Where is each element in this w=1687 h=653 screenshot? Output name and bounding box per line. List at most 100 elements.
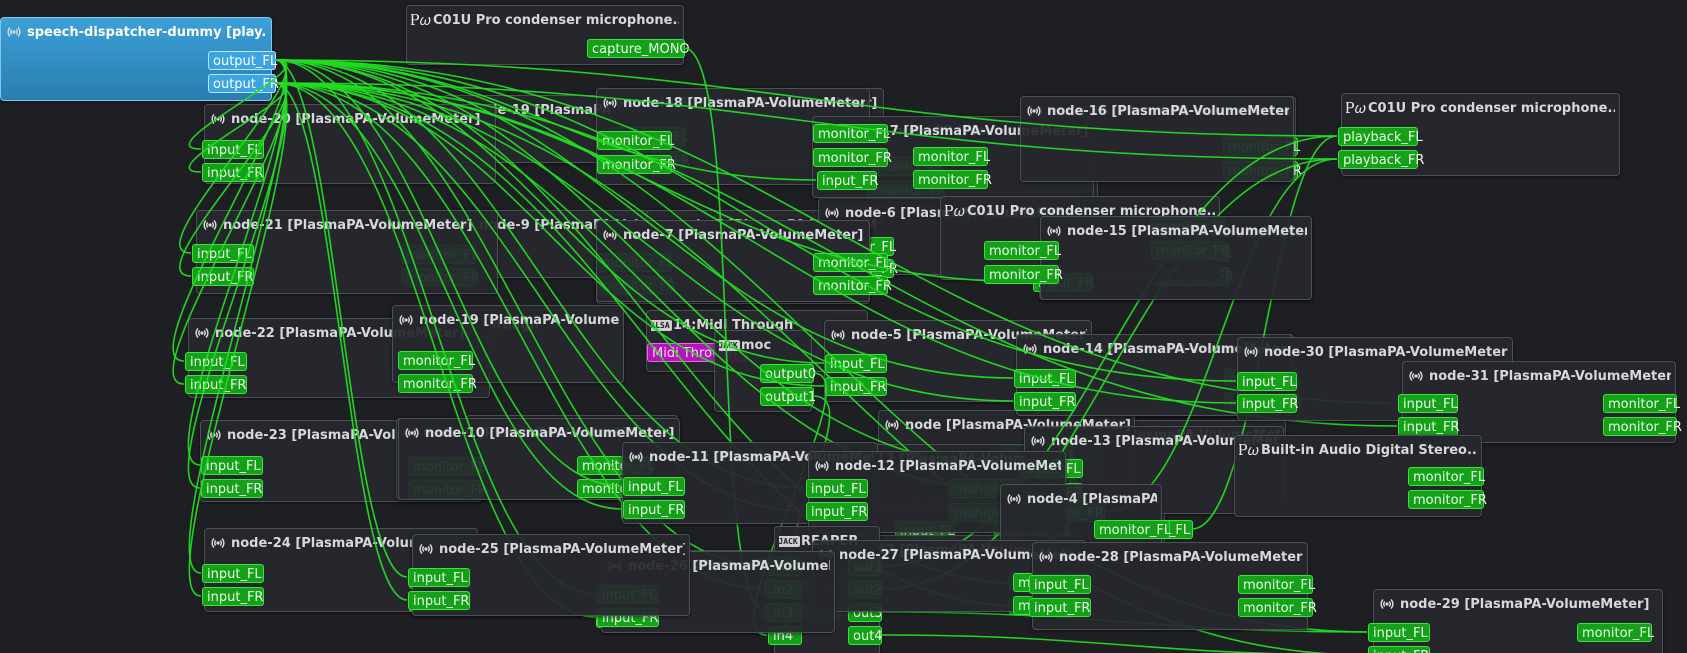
port-playback-fr[interactable]: playback_FR (1338, 150, 1424, 169)
port-input-fr[interactable]: input_FR (408, 591, 470, 610)
port-input-fl[interactable]: input_FL (1368, 623, 1430, 642)
port-input-fl[interactable]: input_FL (201, 456, 263, 475)
port-output1[interactable]: output1 (760, 387, 816, 406)
port-input-fr[interactable]: input_FR (817, 171, 878, 190)
port-output-fr[interactable]: output_FR (208, 74, 279, 93)
port-monitor-fl[interactable]: monitor_FL (813, 124, 890, 143)
port-monitor-fr[interactable]: monitor_FR (813, 276, 892, 295)
port-input-fl[interactable]: input_FL (1398, 394, 1458, 413)
port-input-fr[interactable]: input_FR (202, 163, 264, 182)
node-title: node-4 [PlasmaPA-VolumeMeter] (1005, 489, 1157, 509)
port-monitor-fl[interactable]: monitor_FL (1408, 467, 1485, 486)
port-input-fr[interactable]: input_FR (201, 479, 263, 498)
port-input-fl[interactable]: input_FL (1237, 372, 1297, 391)
port-input-fl[interactable]: input_FL (408, 568, 470, 587)
port-out4[interactable]: out4 (848, 626, 883, 645)
port-monitor-fr[interactable]: monitor_FR (1408, 490, 1487, 509)
speaker-icon (813, 457, 831, 475)
port-monitor-fl[interactable]: monitor_FL (597, 131, 674, 150)
port-monitor-fr[interactable]: monitor_FR (1603, 417, 1682, 436)
node-title-text: node-30 [PlasmaPA-VolumeMeter] (1264, 344, 1508, 360)
port-monitor-fl[interactable]: monitor_FL (1603, 394, 1680, 413)
node-title: node-15 [PlasmaPA-VolumeMeter] (1045, 221, 1307, 241)
port-input-fl[interactable]: input_FL (192, 244, 254, 263)
port-monitor-fr[interactable]: monitor_FR (398, 374, 477, 393)
node-title-text: node-25 [PlasmaPA-VolumeMeter] (439, 541, 685, 557)
port-monitor-fr[interactable]: monitor_FR (597, 155, 676, 174)
port-input-fl[interactable]: input_FL (185, 352, 247, 371)
port-input-fr[interactable]: input_FR (202, 587, 264, 606)
port-input-fr[interactable]: input_FR (1368, 646, 1430, 653)
node-title: speech-dispatcher-dummy [play... (5, 22, 267, 42)
node-box-n16b[interactable]: node-16 [PlasmaPA-VolumeMeter]monitor_FL… (913, 96, 1294, 189)
port-monitor-fr[interactable]: monitor_FR (1238, 598, 1317, 617)
port-playback-fl[interactable]: playback_FL (1338, 127, 1423, 146)
node-title-text: node-19 [PlasmaPA-VolumeMeter] (419, 312, 619, 328)
port-input-fl[interactable]: input_FL (1029, 575, 1091, 594)
port-input-fl[interactable]: input_FL (202, 564, 264, 583)
node-title-text: node-12 [PlasmaPA-VolumeMeter] (835, 458, 1061, 474)
port-monitor-fl[interactable]: monitor_FL (984, 241, 1061, 260)
port-input-fr[interactable]: input_FR (1237, 394, 1298, 413)
speaker-icon (1378, 595, 1396, 613)
port-input-fr[interactable]: input_FR (1029, 598, 1091, 617)
speaker-icon (403, 424, 421, 442)
alsa-logo-icon: ALSA (651, 316, 672, 334)
node-box-n4b[interactable]: node-4 [PlasmaPA-VolumeMeter] monitor_FL (1000, 484, 1171, 546)
port-input-fr[interactable]: input_FR (192, 267, 254, 286)
port-output0[interactable]: output0 (760, 364, 816, 383)
port-monitor-fr[interactable]: monitor_FR (913, 170, 992, 189)
port-input-fl[interactable]: input_FL (623, 477, 685, 496)
port-input-fr[interactable]: input_FR (825, 377, 887, 396)
port-input-fr[interactable]: input_FR (1014, 392, 1076, 411)
speaker-icon (1005, 490, 1023, 508)
port-input-fl[interactable]: input_FL (1014, 369, 1076, 388)
node-box-sd[interactable]: speech-dispatcher-dummy [play... output_F… (0, 17, 279, 101)
port-input-fr[interactable]: input_FR (1398, 417, 1459, 436)
port-monitor-fl[interactable]: monitor_FL (398, 351, 475, 370)
port-input-fr[interactable]: input_FR (185, 375, 247, 394)
port-input-fl[interactable]: input_FL (825, 354, 887, 373)
port-monitor-fr[interactable]: monitor_FR (984, 265, 1063, 284)
node-box-n19b[interactable]: node-19 [PlasmaPA-VolumeMeter] monitor_FL… (392, 305, 624, 393)
port-monitor-fl[interactable]: monitor_FL (1577, 623, 1654, 642)
jack-logo-icon: JACK (779, 532, 800, 550)
node-title-text: node-20 [PlasmaPA-VolumeMeter] (231, 111, 481, 127)
port-monitor-fr[interactable]: monitor_FR (813, 148, 892, 167)
port-monitor-fl[interactable]: monitor_FL (813, 253, 890, 272)
port-input-fr[interactable]: input_FR (806, 502, 868, 521)
pipewire-logo-icon: P𝜔 (945, 201, 965, 220)
pipewire-logo-icon: P𝜔 (1346, 98, 1366, 117)
port-input-fl[interactable]: input_FL (202, 140, 264, 159)
speaker-icon (193, 324, 211, 342)
speaker-icon (397, 311, 415, 329)
speaker-icon (209, 534, 227, 552)
node-title: node-7 [PlasmaPA-VolumeMeter] (601, 225, 865, 245)
speaker-icon (201, 216, 219, 234)
node-box-n29[interactable]: node-29 [PlasmaPA-VolumeMeter]input_FLin… (1368, 589, 1663, 653)
port-input-fr[interactable]: input_FR (623, 500, 685, 519)
port-monitor-fl[interactable]: monitor_FL (1238, 575, 1315, 594)
port-input-fl[interactable]: input_FL (806, 479, 868, 498)
port-monitor-fl[interactable]: monitor_FL (913, 147, 990, 166)
node-box-n15b[interactable]: node-15 [PlasmaPA-VolumeMeter]monitor_FL… (984, 216, 1312, 300)
port-monitor-fl[interactable]: monitor_FL (1094, 520, 1171, 539)
node-title: node-30 [PlasmaPA-VolumeMeter] (1242, 342, 1508, 362)
node-title-text: C01U Pro condenser microphone... (1368, 100, 1615, 116)
port-output-fl[interactable]: output_FL (208, 51, 277, 70)
port-capture-mono[interactable]: capture_MONO (587, 39, 690, 58)
